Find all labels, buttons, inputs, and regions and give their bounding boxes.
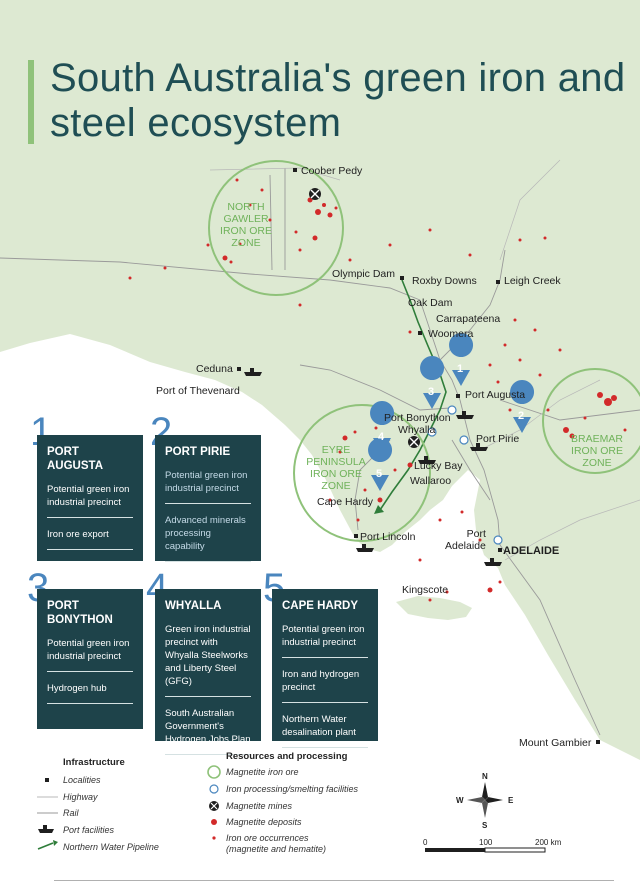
label-port-pirie: Port Pirie (476, 433, 520, 445)
scale-label-0: 0 (423, 838, 428, 847)
legend-item-occurrences: Iron ore occurrences (magnetite and hema… (226, 833, 327, 854)
card-item: South Australian Government's Hydrogen J… (165, 703, 251, 755)
label-port-adelaide: Port Adelaide (445, 528, 486, 552)
label-eyre-peninsula-zone: EYRE PENINSULA IRON ORE ZONE (306, 444, 366, 492)
title-accent-bar (28, 60, 34, 144)
compass-rose (467, 782, 503, 818)
legend-infrastructure-title: Infrastructure (63, 757, 125, 768)
card-title: PORT PIRIE (165, 446, 231, 458)
scale-bar (425, 847, 546, 853)
legend-item-mines: Magnetite mines (226, 801, 293, 811)
card-item: Potential green iron industrial precinct (47, 479, 133, 518)
label-adelaide: ADELAIDE (503, 545, 560, 557)
location-pins (368, 333, 535, 491)
label-kingscote: Kingscote (402, 584, 449, 596)
label-wallaroo: Wallaroo (410, 475, 452, 487)
card-item: Potential green iron industrial precinct (165, 465, 251, 504)
scale-label-200: 200 km (535, 838, 562, 847)
card-item: Northern Water desalination plant (282, 709, 368, 748)
pin-number-5: 5 (376, 468, 383, 480)
legend-item-rail: Rail (63, 808, 79, 818)
card-port-pirie: PORT PIRIE Potential green iron industri… (155, 435, 261, 562)
label-cape-hardy: Cape Hardy (317, 496, 374, 508)
north-gawler-zone-circle (208, 160, 344, 296)
card-item: Advanced minerals processing capability (165, 510, 251, 562)
label-port-of-thevenard: Port of Thevenard (156, 385, 240, 397)
braemar-zone-circle (542, 368, 640, 474)
label-carrapateena: Carrapateena (436, 313, 501, 325)
card-item: Potential green iron industrial precinct (282, 619, 368, 658)
label-olympic-dam: Olympic Dam (332, 268, 396, 280)
label-oak-dam: Oak Dam (408, 297, 453, 309)
rail-lines (0, 168, 640, 736)
legend-item-magnetite-ore: Magnetite iron ore (226, 767, 299, 777)
pin-number-1: 1 (457, 363, 464, 375)
card-title: PORT BONYTHON (47, 600, 113, 626)
highways (209, 159, 640, 561)
legend-swatches (37, 765, 221, 850)
label-mount-gambier: Mount Gambier (519, 737, 592, 749)
bottom-rule (54, 880, 614, 881)
label-roxby-downs: Roxby Downs (412, 275, 477, 287)
iron-processing-facility-icons (427, 405, 503, 545)
label-port-bonython: Port Bonython (384, 412, 451, 424)
card-item: Iron and hydrogen precinct (282, 664, 368, 703)
compass-w: W (456, 796, 464, 805)
label-ceduna: Ceduna (196, 363, 233, 375)
card-item: Iron ore export (47, 524, 133, 550)
northern-water-pipeline (379, 279, 447, 511)
label-woomera: Woomera (428, 328, 474, 340)
scale-label-100: 100 (479, 838, 493, 847)
legend-item-highway: Highway (63, 792, 98, 802)
label-port-lincoln: Port Lincoln (360, 531, 416, 543)
legend-item-deposits: Magnetite deposits (226, 817, 302, 827)
card-item: Green iron industrial precinct with Whya… (165, 619, 251, 697)
legend-item-processing: Iron processing/smelting facilities (226, 784, 359, 794)
card-title: CAPE HARDY (282, 600, 359, 612)
compass-n: N (482, 772, 488, 781)
label-lucky-bay: Lucky Bay (414, 460, 463, 472)
card-title: PORT AUGUSTA (47, 446, 104, 472)
card-port-augusta: PORT AUGUSTA Potential green iron indust… (37, 435, 143, 561)
pin-number-3: 3 (428, 386, 435, 398)
locality-markers (237, 168, 600, 744)
land-mainland (0, 0, 640, 760)
iron-ore-occurrences (128, 178, 627, 602)
legend-item-port-facilities: Port facilities (63, 825, 115, 835)
label-coober-pedy: Coober Pedy (301, 165, 363, 177)
card-port-bonython: PORT BONYTHON Potential green iron indus… (37, 589, 143, 729)
compass-s: S (482, 821, 488, 830)
label-leigh-creek: Leigh Creek (504, 275, 561, 287)
label-port-augusta: Port Augusta (465, 389, 526, 401)
page-title: South Australia's green iron and steel e… (50, 56, 626, 145)
eyre-peninsula-zone-circle (293, 404, 431, 542)
magnetite-mine-icons (309, 188, 420, 448)
card-item: Hydrogen hub (47, 678, 133, 704)
card-item: Potential green iron industrial precinct (47, 633, 133, 672)
kangaroo-island (396, 596, 472, 620)
pin-number-2: 2 (518, 410, 525, 422)
label-north-gawler-zone: NORTH GAWLER IRON ORE ZONE (220, 201, 272, 249)
card-whyalla: WHYALLA Green iron industrial precinct w… (155, 589, 261, 755)
legend-item-pipeline: Northern Water Pipeline (63, 842, 159, 852)
legend-item-localities: Localities (63, 775, 101, 785)
port-facilities (244, 368, 502, 566)
legend-resources-title: Resources and processing (226, 751, 348, 762)
label-braemar-zone: BRAEMAR IRON ORE ZONE (571, 433, 623, 469)
pin-number-4: 4 (378, 431, 385, 443)
card-cape-hardy: CAPE HARDY Potential green iron industri… (272, 589, 378, 748)
compass-e: E (508, 796, 514, 805)
card-title: WHYALLA (165, 600, 222, 612)
label-whyalla: Whyalla (398, 424, 436, 436)
